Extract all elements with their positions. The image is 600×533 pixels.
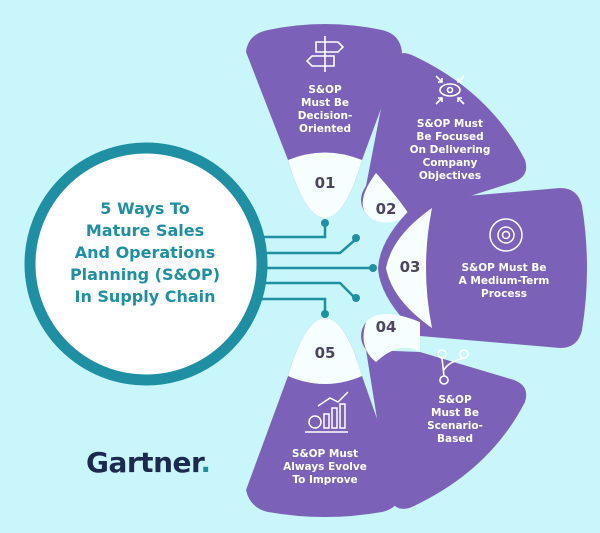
way-04-text: S&OP Must Be Scenario- Based bbox=[410, 394, 500, 446]
center-ring bbox=[24, 142, 268, 386]
way-text-line: Always Evolve bbox=[283, 461, 367, 473]
way-text-line: Objectives bbox=[418, 170, 482, 182]
way-text-line: S&OP Must bbox=[416, 118, 484, 130]
title-line: Planning (S&OP) bbox=[69, 265, 221, 284]
title-line: And Operations bbox=[74, 243, 216, 262]
growth-chart-icon bbox=[305, 391, 349, 433]
way-03-number: 03 bbox=[399, 258, 421, 276]
way-text-line: To Improve bbox=[292, 474, 358, 486]
way-text-line: Must Be bbox=[431, 407, 479, 419]
way-02-number: 02 bbox=[375, 200, 397, 218]
connector-dots bbox=[321, 219, 377, 318]
way-02-text: S&OP Must Be Focused On Delivering Compa… bbox=[400, 118, 500, 183]
way-text-line: Oriented bbox=[299, 123, 351, 135]
way-03-text: S&OP Must Be A Medium-Term Process bbox=[446, 262, 562, 301]
way-04-number: 04 bbox=[375, 318, 397, 336]
way-text-line: S&OP Must Be bbox=[461, 262, 547, 274]
wedge-03 bbox=[378, 188, 587, 348]
way-text-line: A Medium-Term bbox=[458, 275, 550, 287]
way-text-line: On Delivering bbox=[409, 144, 491, 156]
title-line: In Supply Chain bbox=[74, 287, 216, 306]
logo-dot: . bbox=[200, 446, 211, 479]
way-text-line: S&OP Must bbox=[291, 448, 359, 460]
logo-text: Gartner bbox=[86, 446, 201, 479]
way-01-number: 01 bbox=[314, 174, 336, 192]
branching-path-icon bbox=[437, 349, 469, 385]
wedge-02 bbox=[361, 53, 527, 223]
way-text-line: Company bbox=[422, 157, 478, 169]
way-text-line: Must Be bbox=[301, 97, 349, 109]
title-line: Mature Sales bbox=[85, 221, 205, 240]
way-01-text: S&OP Must Be Decision- Oriented bbox=[285, 84, 365, 136]
way-text-line: S&OP bbox=[308, 84, 342, 96]
gear-cycle-icon bbox=[489, 218, 523, 252]
way-05-number: 05 bbox=[314, 344, 336, 362]
way-text-line: Be Focused bbox=[416, 131, 484, 143]
signpost-icon bbox=[305, 36, 345, 72]
title-line: 5 Ways To bbox=[100, 199, 190, 218]
wedge-01 bbox=[246, 24, 402, 218]
page-title: 5 Ways To Mature Sales And Operations Pl… bbox=[40, 198, 250, 308]
way-text-line: S&OP bbox=[438, 394, 472, 406]
way-text-line: Process bbox=[481, 288, 527, 300]
gartner-logo: Gartner. bbox=[86, 446, 211, 479]
way-05-text: S&OP Must Always Evolve To Improve bbox=[268, 448, 382, 487]
way-text-line: Scenario- bbox=[427, 420, 483, 432]
way-text-line: Based bbox=[437, 433, 473, 445]
wedge-04 bbox=[361, 314, 527, 509]
way-text-line: Decision- bbox=[297, 110, 353, 122]
focus-eye-icon bbox=[435, 75, 465, 105]
